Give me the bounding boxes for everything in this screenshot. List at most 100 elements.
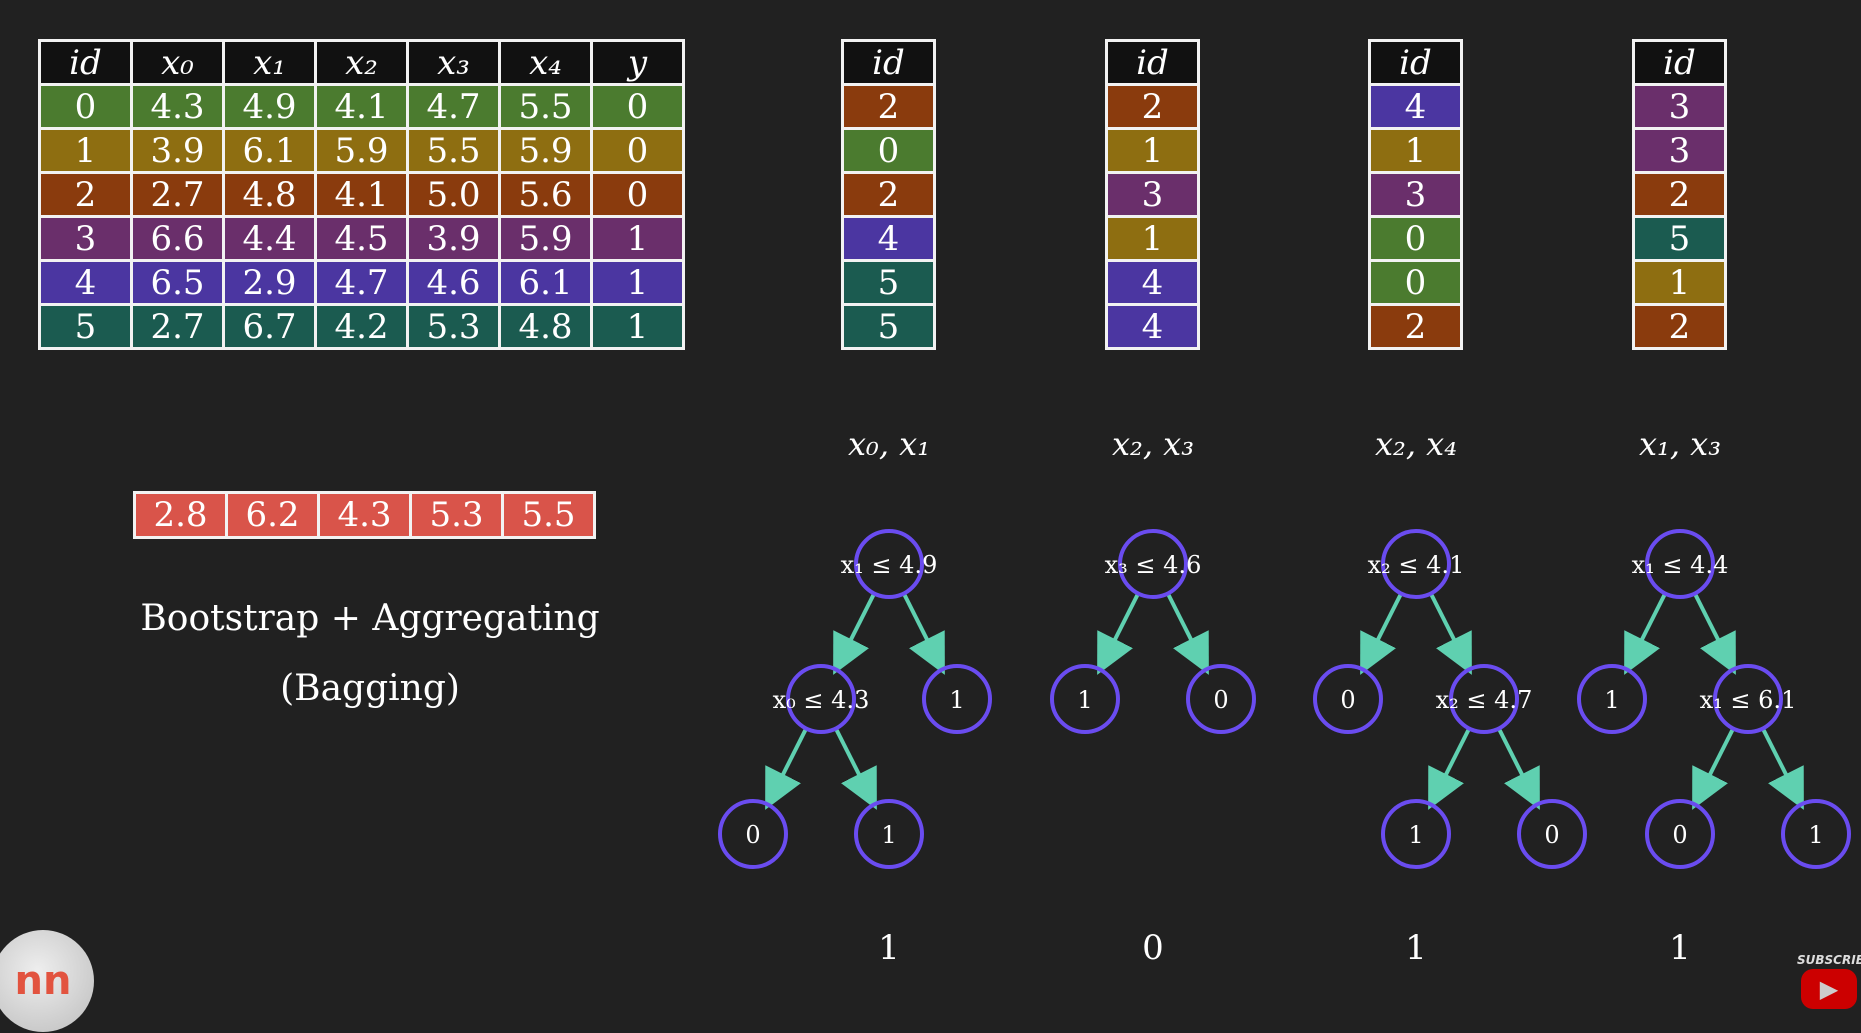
- tree-edge-arrow: [1761, 727, 1804, 810]
- leaf-class-label: 0: [1340, 686, 1355, 714]
- table-cell: 2.9: [222, 259, 317, 306]
- leaf-node: [1050, 664, 1120, 734]
- table-cell: 5.9: [498, 215, 593, 262]
- tree-edge-arrow: [902, 592, 945, 675]
- sample-id-cell: 0: [841, 127, 936, 174]
- channel-logo[interactable]: nn: [0, 930, 94, 1032]
- table-cell: 6.1: [498, 259, 593, 306]
- subscribe-button[interactable]: SUBSCRIBE ▶: [1797, 953, 1861, 1009]
- table-row: 3: [1368, 171, 1463, 218]
- leaf-node: [1517, 799, 1587, 869]
- tree-edge-arrow: [1624, 592, 1667, 675]
- subscribe-label: SUBSCRIBE: [1797, 953, 1861, 967]
- table-row: 2: [1368, 303, 1463, 350]
- sample-id-cell: 1: [1105, 215, 1200, 262]
- table-cell: 5.6: [498, 171, 593, 218]
- tree-edge-arrow: [1693, 592, 1736, 675]
- sample-id-cell: 4: [1105, 259, 1200, 306]
- tree-edge-arrow: [834, 727, 877, 810]
- table-cell: 1: [590, 303, 685, 350]
- tree-edge-arrow: [1166, 592, 1209, 675]
- split-node: [1449, 664, 1519, 734]
- sample-id-cell: 3: [1105, 171, 1200, 218]
- split-condition-label: x₂ ≤ 4.1: [1368, 551, 1465, 579]
- sample-value-cell: 6.2: [225, 491, 320, 539]
- table-cell: 0: [38, 83, 133, 130]
- table-row: 2: [1105, 83, 1200, 130]
- leaf-class-label: 0: [1672, 821, 1687, 849]
- table-cell: 2.7: [130, 303, 225, 350]
- sample-id-cell: 3: [1632, 83, 1727, 130]
- sample-id-cell: 4: [1368, 83, 1463, 130]
- split-node: [1381, 529, 1451, 599]
- feature-subset-label: x₁, x₃: [1638, 425, 1722, 463]
- table-cell: 5.3: [406, 303, 501, 350]
- table-cell: 6.7: [222, 303, 317, 350]
- column-header: id: [38, 39, 133, 86]
- sample-id-cell: 4: [1105, 303, 1200, 350]
- split-condition-label: x₁ ≤ 4.4: [1632, 551, 1729, 579]
- table-cell: 4.3: [130, 83, 225, 130]
- leaf-class-label: 1: [881, 821, 896, 849]
- table-cell: 5.0: [406, 171, 501, 218]
- leaf-class-label: 0: [745, 821, 760, 849]
- table-row: 0: [1368, 259, 1463, 306]
- table-cell: 3.9: [130, 127, 225, 174]
- table-row: 2: [841, 83, 936, 130]
- table-row: 3: [1105, 171, 1200, 218]
- table-row: 0: [841, 127, 936, 174]
- sample-id-cell: 2: [1368, 303, 1463, 350]
- play-icon: ▶: [1801, 969, 1857, 1009]
- split-condition-label: x₃ ≤ 4.6: [1105, 551, 1202, 579]
- sample-id-cell: 1: [1368, 127, 1463, 174]
- table-cell: 4.9: [222, 83, 317, 130]
- tree-edge-arrow: [1692, 727, 1735, 810]
- sample-value-cell: 2.8: [133, 491, 228, 539]
- tree-prediction: 1: [1669, 928, 1691, 968]
- sample-id-cell: 2: [1105, 83, 1200, 130]
- leaf-node: [1645, 799, 1715, 869]
- table-row: 2: [841, 171, 936, 218]
- table-cell: 4.5: [314, 215, 409, 262]
- split-node: [1713, 664, 1783, 734]
- split-node: [1118, 529, 1188, 599]
- split-condition-label: x₁ ≤ 6.1: [1700, 686, 1797, 714]
- table-row: 2: [1632, 171, 1727, 218]
- leaf-node: [1381, 799, 1451, 869]
- table-row: 3: [1632, 83, 1727, 130]
- column-header: y: [590, 39, 685, 86]
- column-header: id: [1632, 39, 1727, 86]
- tree-edge-arrow: [833, 592, 876, 675]
- table-row: 1: [1105, 215, 1200, 262]
- table-cell: 0: [590, 83, 685, 130]
- table-cell: 1: [38, 127, 133, 174]
- table-cell: 4.7: [406, 83, 501, 130]
- caption-subtitle: (Bagging): [280, 668, 460, 709]
- sample-id-cell: 5: [1632, 215, 1727, 262]
- table-row: 4: [1105, 259, 1200, 306]
- sample-id-cell: 0: [1368, 259, 1463, 306]
- feature-subset-label: x₂, x₄: [1374, 425, 1458, 463]
- table-cell: 5.9: [498, 127, 593, 174]
- sample-id-cell: 0: [1368, 215, 1463, 262]
- split-node: [786, 664, 856, 734]
- split-node: [1645, 529, 1715, 599]
- leaf-class-label: 0: [1213, 686, 1228, 714]
- table-cell: 0: [590, 171, 685, 218]
- feature-subset-label: x₀, x₁: [847, 425, 931, 463]
- table-cell: 5.9: [314, 127, 409, 174]
- table-row: 4: [841, 215, 936, 262]
- leaf-node: [922, 664, 992, 734]
- column-header: id: [841, 39, 936, 86]
- table-cell: 5.5: [406, 127, 501, 174]
- leaf-node: [1781, 799, 1851, 869]
- table-row: 2: [1632, 303, 1727, 350]
- table-cell: 4.4: [222, 215, 317, 262]
